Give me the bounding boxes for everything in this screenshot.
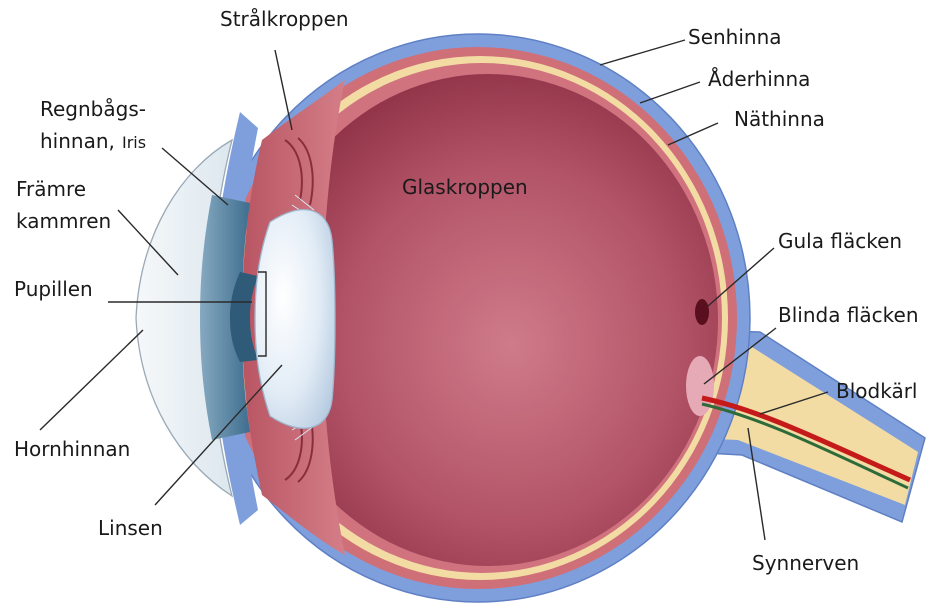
label-regnbags-line1: Regnbågs- [40,97,146,121]
leader-stralkroppen [275,50,292,130]
label-framre-line1: Främre [16,177,86,201]
label-nathinna: Näthinna [734,107,825,131]
label-synnerven: Synnerven [752,551,859,575]
label-linsen: Linsen [98,516,163,540]
label-stralkroppen: Strålkroppen [220,7,349,31]
leader-senhinna [600,40,685,65]
label-iris: Iris [122,133,146,152]
label-blodkarl: Blodkärl [836,379,917,403]
label-senhinna: Senhinna [688,25,782,49]
label-pupillen: Pupillen [14,277,93,301]
label-gula-flacken: Gula fläcken [778,229,902,253]
macula [695,299,709,325]
label-hornhinnan: Hornhinnan [14,437,130,461]
label-aderhinna: Åderhinna [708,67,810,91]
label-blinda-flacken: Blinda fläcken [778,303,919,327]
label-regnbags-line2: hinnan, [40,129,115,153]
leader-aderhinna [640,82,700,103]
label-glaskroppen: Glaskroppen [402,175,528,199]
lens [255,210,335,429]
label-framre-line2: kammren [16,209,111,233]
leader-hornhinnan [40,330,143,430]
